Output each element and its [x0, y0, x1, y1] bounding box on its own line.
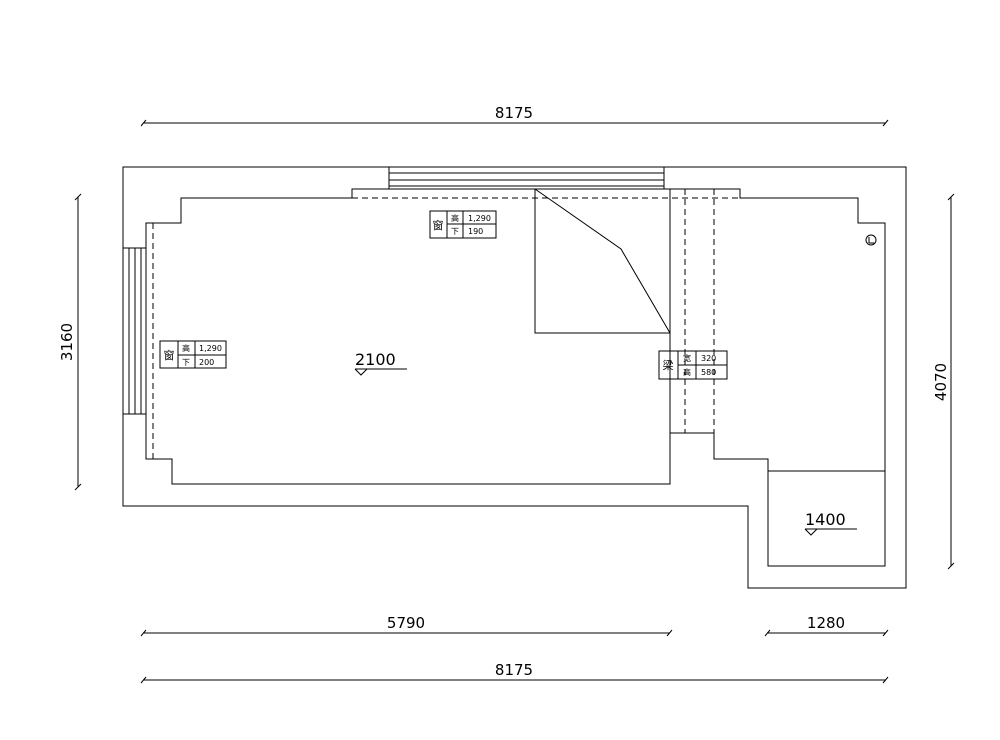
window-left-tag-name: 窗	[164, 348, 175, 362]
window-left-tag-r1-value: 1,290	[199, 344, 222, 353]
window-top-tag-r1-value: 1,290	[468, 214, 491, 223]
small-room-level-label: 1400	[805, 510, 846, 529]
dimension-bottom-total: 8175	[140, 661, 889, 684]
main-room-level: 2100	[354, 350, 407, 376]
beam-tag-r2-label: 高	[683, 367, 691, 377]
window-top-tag: 窗 高 下 1,290 190	[429, 210, 497, 239]
dimension-right-label: 4070	[932, 363, 950, 401]
beam-tag: 梁 宽 高 320 580	[658, 350, 728, 380]
window-top-tag-r2-value: 190	[468, 227, 483, 236]
window-left-tag-r2-label: 下	[182, 358, 190, 367]
beam-tag-r1-label: 宽	[683, 353, 691, 363]
beam-tag-r2-value: 580	[701, 368, 716, 377]
window-top-tag-r2-label: 下	[451, 227, 459, 236]
dimension-bottom-left: 5790	[140, 614, 673, 637]
small-room-level: 1400	[804, 510, 857, 536]
dimension-bottom-right: 1280	[764, 614, 889, 637]
dimension-left-label: 3160	[58, 323, 76, 361]
dimension-bottom-right-label: 1280	[807, 614, 845, 632]
beam-lines	[669, 189, 715, 433]
window-left-tag: 窗 高 下 1,290 200	[159, 340, 227, 369]
window-left-tag-r2-value: 200	[199, 358, 214, 367]
inner-wall	[145, 188, 886, 567]
door-swing	[534, 188, 671, 334]
dimension-bottom-total-label: 8175	[495, 661, 533, 679]
dimension-left: 3160	[58, 193, 82, 491]
outer-wall	[122, 166, 907, 589]
left-window	[122, 223, 154, 459]
window-top-tag-name: 窗	[433, 218, 444, 232]
outlet-symbol-icon	[865, 234, 877, 246]
dimension-right: 4070	[932, 193, 955, 570]
window-top-tag-r1-label: 高	[451, 213, 459, 223]
beam-tag-r1-value: 320	[701, 354, 716, 363]
dimension-bottom-left-label: 5790	[387, 614, 425, 632]
top-window	[352, 166, 740, 199]
beam-tag-name: 梁	[663, 358, 674, 372]
dimension-top-label: 8175	[495, 104, 533, 122]
dimension-top: 8175	[140, 104, 889, 127]
window-left-tag-r1-label: 高	[182, 343, 190, 353]
main-room-level-label: 2100	[355, 350, 396, 369]
